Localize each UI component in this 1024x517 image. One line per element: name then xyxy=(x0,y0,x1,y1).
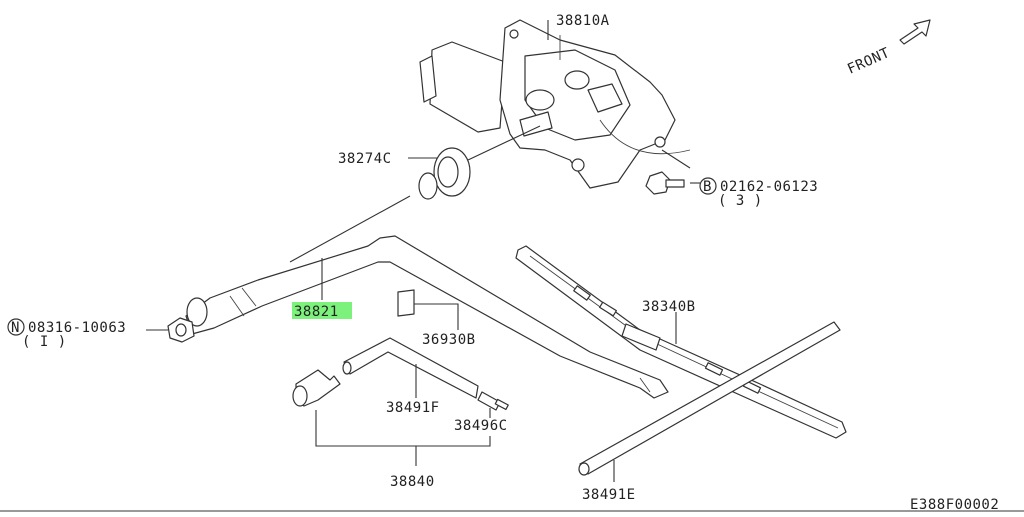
nut[interactable] xyxy=(167,317,195,343)
drawing-code: E388F00002 xyxy=(910,497,999,512)
nut-qty: ( I ) xyxy=(22,334,67,350)
label-02162-06123: 02162-06123 xyxy=(720,179,818,195)
highlight-38821 xyxy=(292,302,352,319)
label-38496C: 38496C xyxy=(454,418,508,434)
bolt-qty: ( 3 ) xyxy=(718,193,763,209)
label-38340B: 38340B xyxy=(642,299,696,315)
washer-hose[interactable] xyxy=(342,337,479,399)
cap[interactable] xyxy=(397,289,415,317)
bolt-prefix: B xyxy=(703,179,712,195)
front-arrow-icon xyxy=(899,19,931,45)
nut-code-symbol xyxy=(7,318,25,336)
nozzle-holder[interactable] xyxy=(292,369,341,407)
bolt[interactable] xyxy=(645,171,685,195)
label-08316-10063: 08316-10063 xyxy=(28,320,126,336)
front-label: FRONT xyxy=(845,45,892,78)
check-valve[interactable] xyxy=(477,391,509,411)
nut-prefix: N xyxy=(11,320,20,336)
label-38274C: 38274C xyxy=(338,151,392,167)
wiper-arm[interactable] xyxy=(185,235,669,399)
grommet[interactable] xyxy=(418,147,471,200)
label-36930B: 36930B xyxy=(422,332,476,348)
label-38821[interactable]: 38821 xyxy=(294,304,339,320)
wiper-motor[interactable] xyxy=(419,19,691,189)
label-38810A: 38810A xyxy=(556,13,610,29)
label-38491F: 38491F xyxy=(386,400,440,416)
label-38491E: 38491E xyxy=(582,487,636,503)
bolt-code-symbol xyxy=(699,177,717,195)
wiper-blade[interactable] xyxy=(515,245,847,439)
washer-tube[interactable] xyxy=(578,321,841,476)
label-38840: 38840 xyxy=(390,474,435,490)
